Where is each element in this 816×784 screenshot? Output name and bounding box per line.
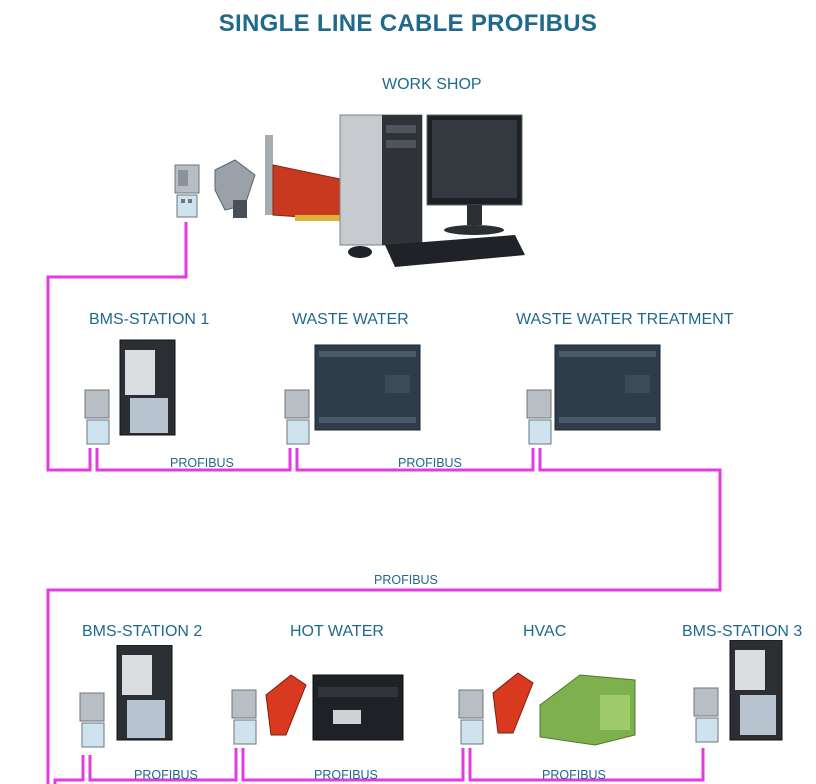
cable-segment-row1 bbox=[95, 448, 292, 472]
io-module-icon bbox=[119, 339, 176, 436]
cable-segment-row2b bbox=[88, 748, 238, 782]
bms-station-2-equipment bbox=[79, 645, 173, 748]
hvac-equipment bbox=[458, 672, 636, 746]
cable-segment-row2c bbox=[241, 748, 465, 782]
profibus-connector-icon bbox=[458, 689, 484, 745]
station-label-bms2: BMS-STATION 2 bbox=[82, 623, 203, 640]
bus-label-row1-right: PROFIBUS bbox=[398, 456, 462, 470]
bus-label-row2-a: PROFIBUS bbox=[134, 768, 198, 782]
monitor-icon bbox=[426, 114, 523, 235]
mouse-icon bbox=[348, 246, 372, 258]
station-label-bms1: BMS-STATION 1 bbox=[89, 311, 210, 328]
cable-segment-row2d bbox=[468, 748, 705, 782]
bus-label-riser: PROFIBUS bbox=[374, 573, 438, 587]
repeater-icon bbox=[492, 672, 534, 734]
station-label-waste-water: WASTE WATER bbox=[292, 311, 409, 328]
cable-segment-row1b bbox=[295, 448, 535, 472]
bms-station-1-equipment bbox=[84, 339, 176, 445]
profibus-connector-icon bbox=[693, 687, 719, 743]
workshop-label: WORK SHOP bbox=[382, 76, 482, 93]
plc-icon bbox=[314, 344, 421, 431]
profibus-connector-icon bbox=[284, 389, 310, 445]
cable-segment-row2a bbox=[53, 755, 85, 784]
profibus-adapter-icon bbox=[214, 159, 256, 218]
profibus-connector-icon bbox=[84, 389, 110, 445]
bus-label-row2-c: PROFIBUS bbox=[542, 768, 606, 782]
io-module-icon bbox=[539, 674, 636, 746]
page-title: SINGLE LINE CABLE PROFIBUS bbox=[218, 10, 598, 37]
profibus-connector-icon bbox=[174, 164, 200, 218]
station-label-waste-water-treatment: WASTE WATER TREATMENT bbox=[516, 311, 734, 328]
io-module-icon bbox=[116, 645, 173, 741]
cable-segment-riser bbox=[46, 448, 722, 784]
plc-icon bbox=[312, 674, 404, 741]
bms-station-3-equipment bbox=[693, 640, 783, 743]
desktop-computer-icon bbox=[339, 114, 423, 246]
workshop-equipment bbox=[174, 114, 525, 267]
bus-label-row2-b: PROFIBUS bbox=[314, 768, 378, 782]
profibus-connector-icon bbox=[231, 689, 257, 745]
profibus-connector-icon bbox=[526, 389, 552, 445]
profibus-connector-icon bbox=[79, 692, 105, 748]
station-label-bms3: BMS-STATION 3 bbox=[682, 623, 803, 640]
station-label-hot-water: HOT WATER bbox=[290, 623, 384, 640]
keyboard-icon bbox=[385, 235, 525, 267]
io-module-icon bbox=[729, 640, 783, 741]
cable-segment-workshop bbox=[46, 222, 188, 472]
pci-card-icon bbox=[265, 135, 346, 221]
bus-label-row1-left: PROFIBUS bbox=[170, 456, 234, 470]
plc-icon bbox=[554, 344, 661, 431]
hot-water-equipment bbox=[231, 674, 404, 745]
station-label-hvac: HVAC bbox=[523, 623, 567, 640]
waste-water-equipment bbox=[284, 344, 421, 445]
waste-water-treatment-equipment bbox=[526, 344, 661, 445]
repeater-icon bbox=[265, 674, 307, 736]
